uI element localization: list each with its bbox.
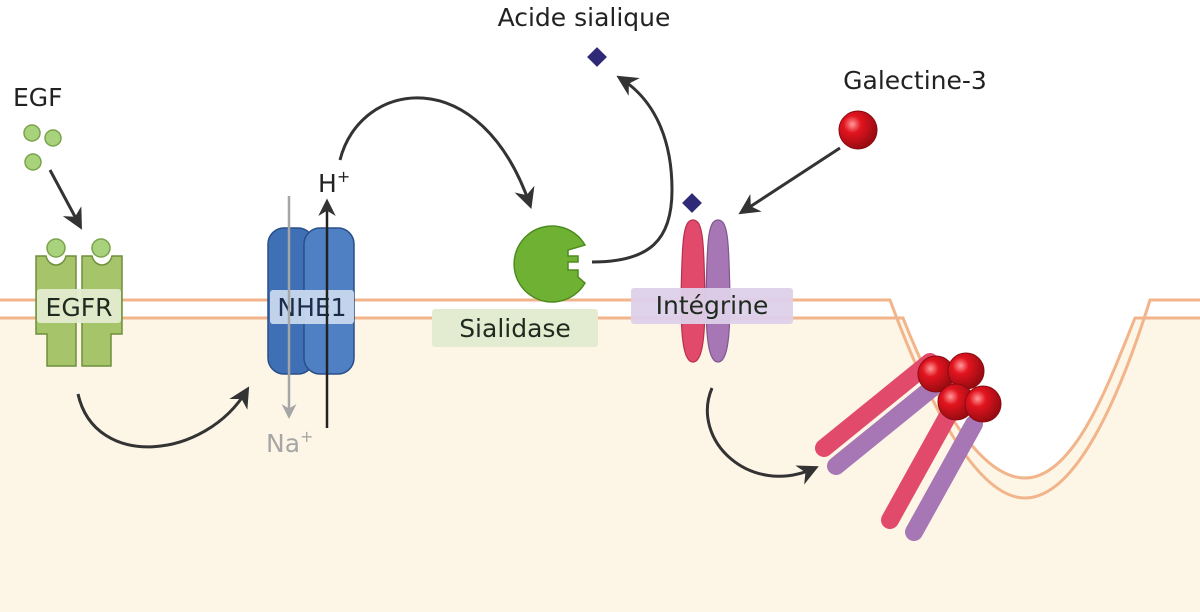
sialidase-release-arrow: [591, 75, 674, 264]
integrin-beta-subunit: [827, 371, 951, 475]
egf-bound-ligand: [46, 238, 66, 258]
galectin-molecule: [838, 110, 878, 150]
proton-charge: +: [337, 167, 350, 186]
egfr-receptor: EGFR: [35, 238, 123, 367]
integrin-alpha-subunit: [815, 353, 939, 457]
internalized-integrin: [881, 403, 983, 541]
integrin-endocytosis-arrow: [705, 387, 819, 485]
sialidase-label-box: [432, 309, 598, 347]
egf-molecule: [24, 153, 42, 171]
nhe1-label-box: [270, 290, 354, 324]
egf-bound-ligand: [91, 238, 111, 258]
integrin-alpha-subunit: [881, 403, 959, 529]
galectin-label: Galectine-3: [843, 66, 987, 95]
integrin-label-box: [631, 288, 793, 324]
proton-symbol: H: [318, 169, 337, 198]
sodium-charge: +: [300, 427, 313, 446]
egf-binding-arrow: [48, 169, 82, 230]
galectin-binding-arrow: [738, 146, 841, 215]
egfr-label-box: [37, 289, 121, 323]
sialic-acid-label: Acide sialique: [498, 3, 671, 32]
sodium-label: Na+: [266, 427, 313, 458]
egfr-label: EGFR: [46, 293, 113, 322]
released-sialic-acid: [587, 47, 607, 67]
integrin-receptor: Intégrine: [631, 219, 793, 363]
cytoplasm: [0, 318, 1200, 612]
sodium-symbol: Na: [266, 429, 300, 458]
egfr-to-nhe1-arrow: [76, 386, 250, 449]
proton-to-sialidase-arrow: [338, 96, 535, 209]
egf-molecule: [44, 129, 62, 147]
bound-sialic-acid: [682, 193, 702, 213]
egf-molecule: [23, 124, 41, 142]
sialidase-enzyme: [513, 225, 587, 303]
egf-label: EGF: [13, 83, 63, 112]
internalized-integrin-cluster: [815, 352, 1002, 541]
internalized-integrin: [815, 353, 951, 475]
proton-label: H+: [318, 167, 350, 198]
integrin-beta-subunit: [905, 415, 983, 541]
nhe1-exchanger: NHE1: [267, 227, 355, 375]
galectin-molecule: [964, 385, 1002, 423]
integrin-label: Intégrine: [656, 291, 769, 320]
egf-molecules: [23, 124, 62, 171]
galectin-molecule: [947, 352, 985, 390]
sialidase-label: Sialidase: [459, 314, 571, 343]
